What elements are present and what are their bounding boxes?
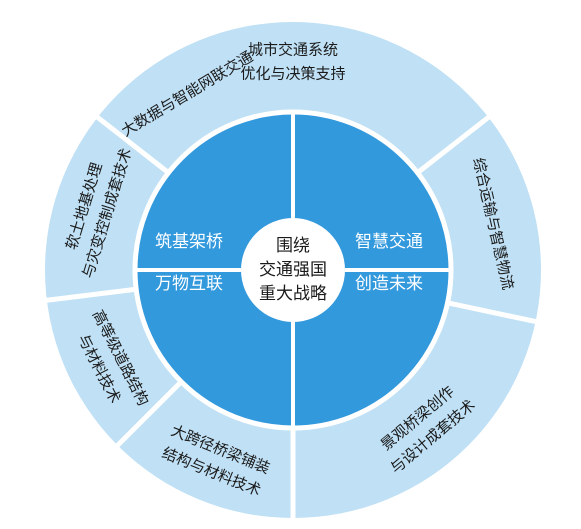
- inner-label-right-1: 智慧交通: [355, 232, 423, 252]
- inner-label-left-1: 筑基架桥: [155, 232, 223, 252]
- ring-boundary: [132, 109, 454, 431]
- outer-ring-separator: [415, 114, 492, 175]
- center-text-line: 围绕: [276, 236, 310, 256]
- outer-ring-separator: [447, 300, 539, 325]
- outer-label-line1: 城市交通系统: [248, 41, 338, 59]
- outer-ring-separator: [114, 379, 184, 449]
- inner-label-right-2: 创造未来: [355, 274, 423, 294]
- inner-label-left-2: 万物互联: [155, 274, 223, 294]
- center-disc: [241, 218, 345, 322]
- outer-label-line2: 优化与决策支持: [240, 65, 345, 83]
- outer-ring-separator: [94, 114, 171, 175]
- center-text-line: 交通强国: [259, 260, 327, 280]
- center-text-line: 重大战略: [259, 284, 327, 304]
- outer-ring-separator: [44, 286, 137, 303]
